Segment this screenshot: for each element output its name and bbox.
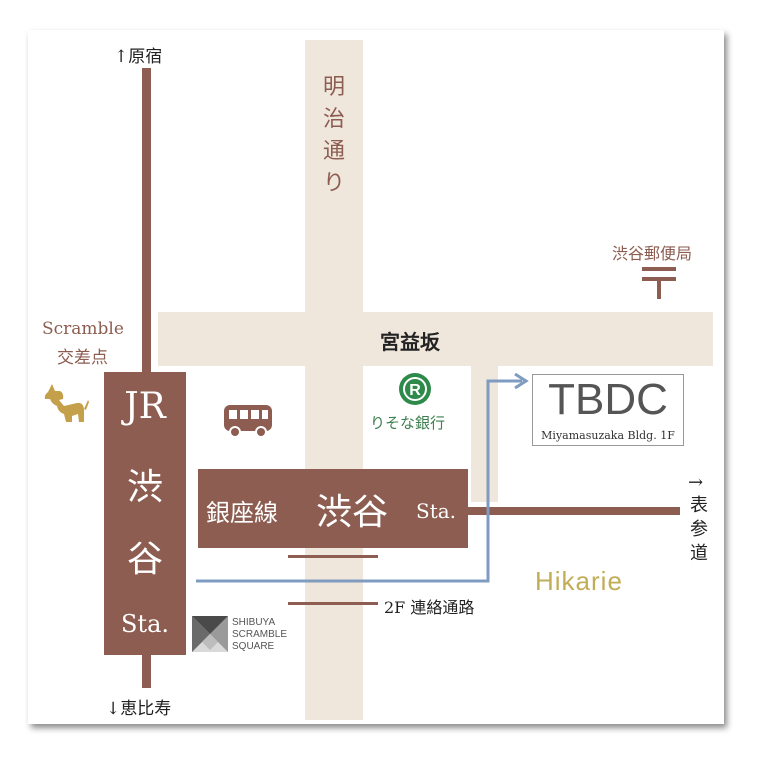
- meiji-dori-road: [305, 40, 363, 720]
- ginza-sta-label: Sta.: [416, 499, 457, 523]
- jr-ya-label: 谷: [126, 539, 163, 580]
- ginza-station-name: 渋谷: [316, 492, 389, 533]
- meiji-dori-label: 明治通り: [322, 75, 345, 196]
- ginza-line-label: 銀座線: [206, 499, 278, 527]
- jr-sta-label: Sta.: [120, 610, 170, 638]
- scramble-square-line3: SQUARE: [232, 641, 275, 652]
- jr-line-north: [142, 68, 151, 374]
- resona-bank-logo-icon: R: [399, 373, 431, 405]
- ebisu-label: ↓恵比寿: [106, 699, 172, 719]
- side-road: [471, 366, 498, 502]
- resona-label: りそな銀行: [370, 414, 446, 432]
- scramble-label: Scramble: [42, 319, 124, 339]
- miyamasuzaka-road: [158, 312, 713, 366]
- tbdc-office: TBDC Miyamasuzaka Bldg. 1F: [532, 374, 684, 446]
- bus-icon: [224, 405, 272, 438]
- passage-label: 2F 連絡通路: [384, 598, 475, 617]
- miyamasuzaka-label: 宮益坂: [380, 330, 440, 354]
- post-office-mark-icon: [642, 267, 676, 299]
- ginza-shibuya-station: 銀座線 渋谷 Sta.: [198, 469, 468, 548]
- tbdc-building: Miyamasuzaka Bldg. 1F: [541, 429, 675, 442]
- scramble-square-line2: SCRAMBLE: [232, 629, 288, 640]
- scramble-square-logo-icon: [192, 616, 228, 652]
- hachiko-dog-icon: [44, 384, 89, 422]
- ginza-platform-line: [288, 555, 378, 558]
- harajuku-label: ↑原宿: [114, 47, 163, 67]
- post-office-label: 渋谷郵便局: [612, 244, 693, 263]
- jr-label: JR: [124, 386, 166, 427]
- jr-shibuya-station: JR 渋 谷 Sta.: [104, 372, 186, 655]
- tbdc-name: TBDC: [548, 375, 668, 424]
- omotesando-label: 表参道: [690, 495, 708, 564]
- scramble-square-line1: SHIBUYA: [232, 617, 276, 628]
- hikarie-logo: Hikarie: [535, 566, 623, 596]
- passage-line: [288, 602, 378, 605]
- svg-text:R: R: [409, 382, 421, 399]
- omotesando-arrow: →: [688, 472, 704, 493]
- jr-shibu-label: 渋: [126, 467, 163, 508]
- jr-line-south: [142, 654, 151, 688]
- ginza-line-east: [468, 507, 680, 515]
- scramble-crossing-label: 交差点: [57, 348, 108, 368]
